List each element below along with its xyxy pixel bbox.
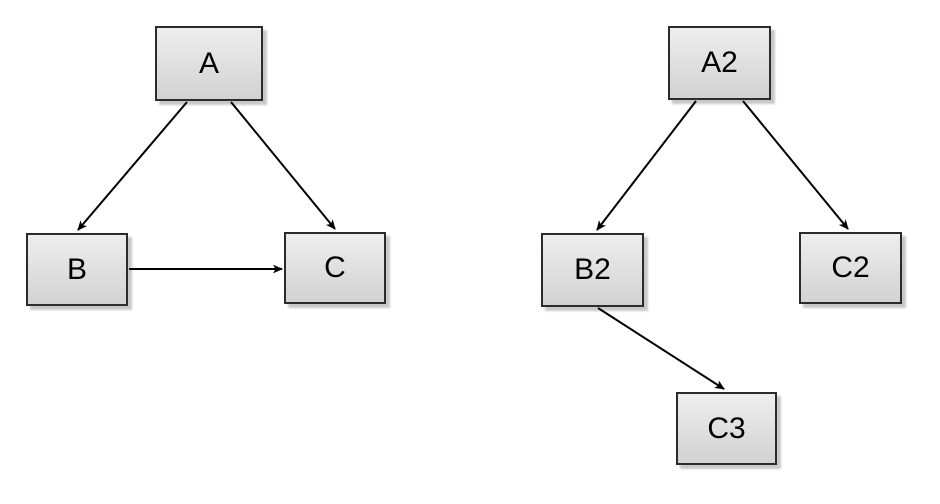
node-C2[interactable]: C2 (799, 232, 902, 304)
node-label-C: C (324, 251, 346, 284)
node-B2[interactable]: B2 (541, 233, 644, 307)
node-C[interactable]: C (284, 232, 386, 304)
node-A2[interactable]: A2 (668, 26, 771, 100)
node-C3[interactable]: C3 (676, 392, 777, 465)
node-label-B2: B2 (574, 253, 611, 286)
node-label-C2: C2 (831, 251, 870, 284)
edge-A2-C2[interactable] (742, 100, 849, 230)
edge-A-C[interactable] (230, 101, 336, 230)
node-B[interactable]: B (26, 233, 128, 306)
node-label-C3: C3 (707, 411, 746, 445)
node-label-A: A (198, 46, 219, 80)
node-A[interactable]: A (155, 26, 263, 101)
node-label-B: B (66, 252, 87, 286)
edges-group (77, 100, 849, 390)
edge-A2-B2[interactable] (596, 100, 697, 231)
edge-A-B[interactable] (77, 101, 188, 231)
edge-B2-C3[interactable] (597, 307, 725, 390)
node-label-A2: A2 (701, 46, 738, 79)
